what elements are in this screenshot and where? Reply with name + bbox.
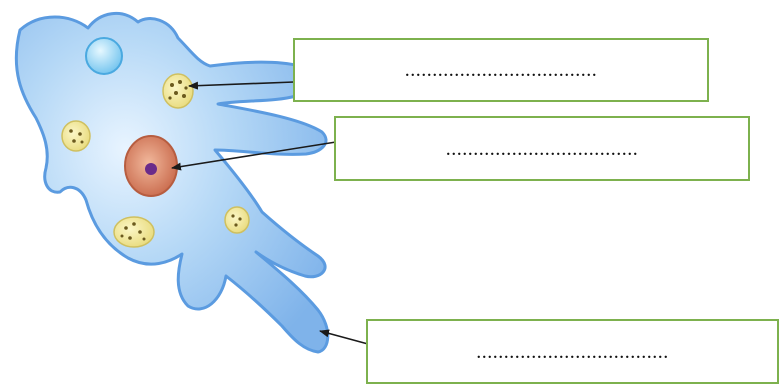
- arrow-to-nucleus: [171, 141, 337, 171]
- label-blank-pseudopodium: ...................................: [476, 340, 669, 363]
- food-vacuole-bottom-left: [113, 216, 155, 248]
- label-blank-food-vacuole: ...................................: [404, 59, 598, 81]
- food-vacuole-left: [61, 120, 91, 152]
- food-vacuole-top: [162, 73, 194, 109]
- nucleus: [124, 135, 178, 197]
- label-box-nucleus[interactable]: ...................................: [334, 116, 750, 181]
- label-box-food-vacuole[interactable]: ...................................: [293, 38, 709, 102]
- contractile-vacuole: [85, 37, 123, 75]
- arrow-to-pseudopodium: [319, 329, 369, 345]
- food-vacuole-bottom-right: [224, 206, 250, 234]
- label-blank-nucleus: ...................................: [445, 137, 639, 160]
- nucleolus: [145, 163, 157, 175]
- label-box-pseudopodium[interactable]: ...................................: [366, 319, 779, 384]
- arrow-to-food-vacuole: [188, 81, 295, 90]
